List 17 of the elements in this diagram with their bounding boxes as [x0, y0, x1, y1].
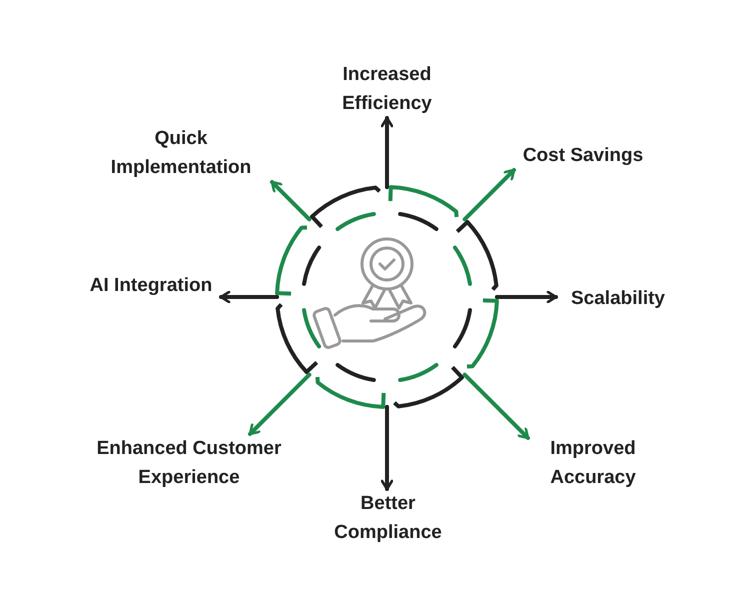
benefit-label: Cost Savings: [503, 141, 663, 170]
arrow: [219, 290, 280, 304]
arrow: [494, 290, 558, 304]
arrow: [462, 372, 530, 440]
benefit-label: AI Integration: [81, 271, 221, 300]
arrow: [380, 404, 394, 491]
benefit-label: Increased Efficiency: [317, 60, 457, 118]
arrow: [248, 372, 312, 436]
benefit-label: Scalability: [556, 284, 680, 313]
benefit-label: Enhanced Customer Experience: [74, 434, 304, 492]
benefit-label: Quick Implementation: [86, 124, 276, 182]
benefit-label: Improved Accuracy: [528, 434, 658, 492]
arrow: [270, 180, 312, 222]
hand-award-ring-drawing: [275, 185, 499, 409]
benefit-label: Better Compliance: [308, 489, 468, 547]
arrow: [380, 116, 394, 190]
arrow: [462, 168, 516, 222]
